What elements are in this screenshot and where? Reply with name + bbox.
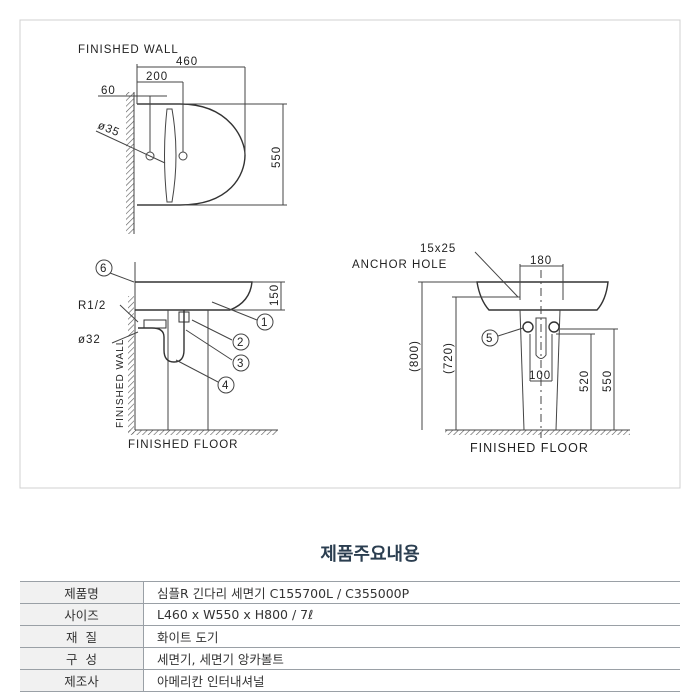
callout-1: 1 xyxy=(256,313,274,331)
callout-5: 5 xyxy=(481,329,499,347)
callout-6: 6 xyxy=(95,259,113,277)
finished-wall-side-label: FINISHED WALL xyxy=(115,339,126,428)
svg-text:2: 2 xyxy=(237,337,244,349)
row-key: 구 성 xyxy=(20,647,144,670)
svg-text:1: 1 xyxy=(261,317,268,329)
anchor-hole-label: ANCHOR HOLE xyxy=(352,259,447,271)
callout-2: 2 xyxy=(232,333,250,351)
side-view: 150 1 2 3 4 6 R1/2 ø32 FINISHED WALL FIN… xyxy=(78,259,285,451)
row-value: 심플R 긴다리 세면기 C155700L / C355000P xyxy=(143,581,680,604)
row-key: 사이즈 xyxy=(20,603,144,626)
row-key: 제조사 xyxy=(20,669,144,692)
dim-60: 60 xyxy=(101,85,116,97)
row-value: 화이트 도기 xyxy=(143,625,680,648)
dim-520: 520 xyxy=(579,370,591,392)
svg-text:4: 4 xyxy=(222,380,229,392)
row-key: 제품명 xyxy=(20,581,144,604)
dim-720: (720) xyxy=(443,342,455,374)
drawing-frame xyxy=(19,19,681,489)
thread-label: R1/2 xyxy=(78,300,106,312)
front-view: 15x25 ANCHOR HOLE 180 (800) (720) 100 52… xyxy=(352,243,630,455)
dim-150: 150 xyxy=(269,284,281,306)
dim-460: 460 xyxy=(176,56,198,68)
svg-text:3: 3 xyxy=(237,358,244,370)
dim-180: 180 xyxy=(530,255,552,267)
callout-3: 3 xyxy=(232,354,250,372)
row-key: 재 질 xyxy=(20,625,144,648)
row-value: 아메리칸 인터내셔널 xyxy=(143,669,680,692)
finished-floor-front-label: FINISHED FLOOR xyxy=(470,441,589,455)
pipe-diameter-label: ø32 xyxy=(78,334,101,346)
spec-title: 제품주요내용 xyxy=(320,544,420,565)
svg-text:5: 5 xyxy=(486,333,493,345)
finished-wall-label: FINISHED WALL xyxy=(78,44,179,56)
top-view: FINISHED WALL 460 200 60 ø35 550 xyxy=(78,44,287,234)
dim-200: 200 xyxy=(146,71,168,83)
dim-550-depth: 550 xyxy=(271,146,283,168)
dim-800: (800) xyxy=(409,340,421,372)
dim-100: 100 xyxy=(529,370,551,382)
anchor-size-label: 15x25 xyxy=(420,243,456,255)
row-value: L460 x W550 x H800 / 7ℓ xyxy=(143,603,680,626)
callout-4: 4 xyxy=(217,376,235,394)
finished-floor-side-label: FINISHED FLOOR xyxy=(128,439,238,451)
row-value: 세면기, 세면기 앙카볼트 xyxy=(143,647,680,670)
svg-text:6: 6 xyxy=(100,263,107,275)
dim-550-supply: 550 xyxy=(602,370,614,392)
